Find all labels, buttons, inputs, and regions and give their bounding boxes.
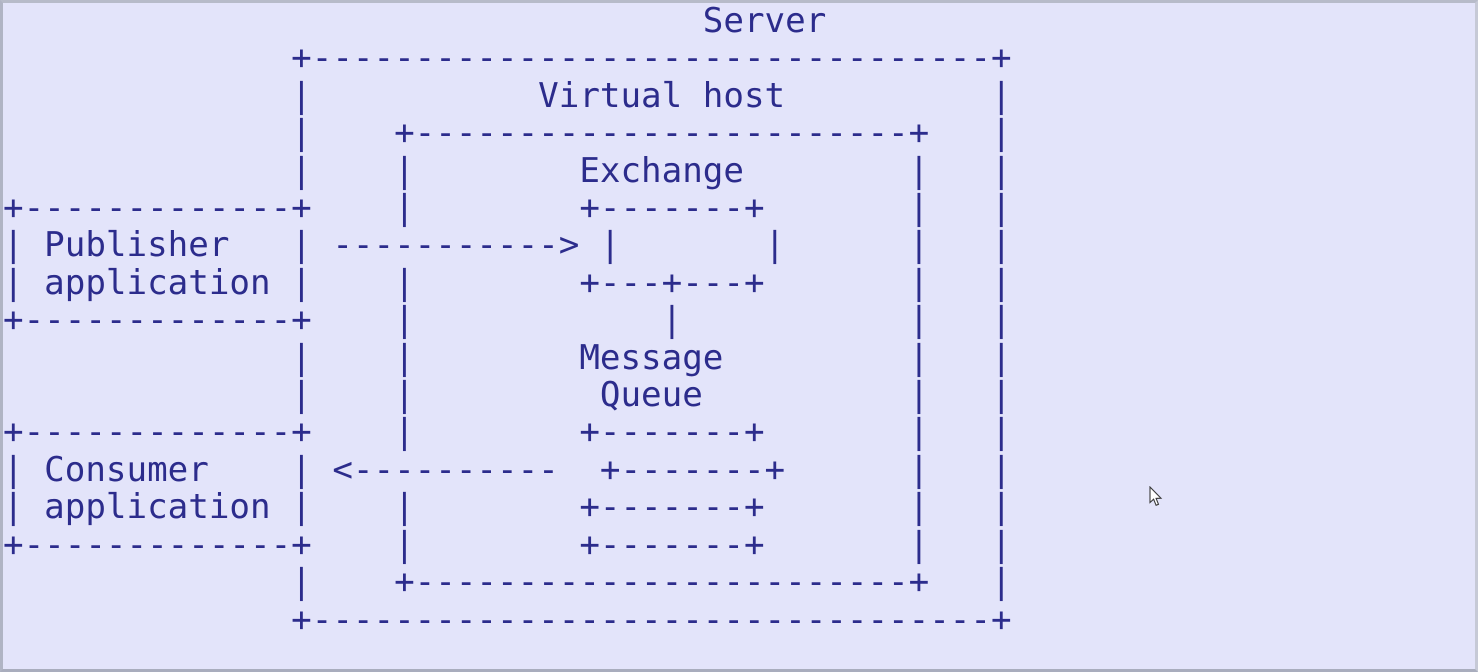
ascii-art-diagram: Server +--------------------------------… xyxy=(3,1,1012,640)
mouse-pointer-icon xyxy=(1149,485,1163,508)
